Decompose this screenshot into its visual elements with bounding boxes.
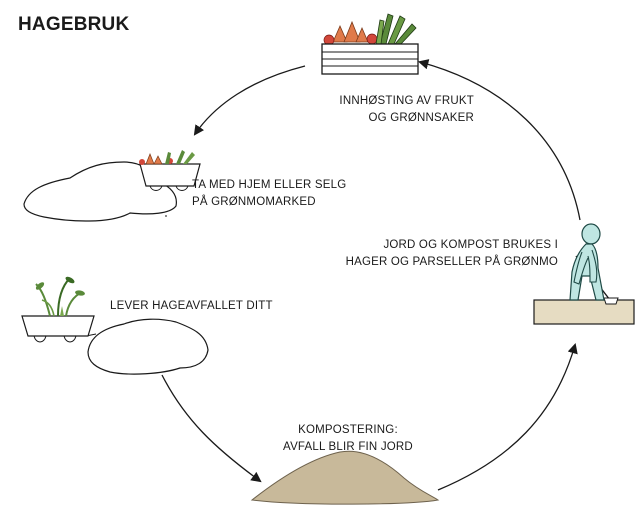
gardener-figure-icon	[533, 223, 635, 325]
label-take-home: TA MED HJEM ELLER SELG PÅ GRØNMOMARKED	[192, 179, 347, 208]
car-with-trailer-icon	[23, 150, 201, 222]
arrow-car-to-compost	[161, 374, 262, 483]
compost-pile-icon	[250, 450, 440, 505]
label-harvest: INNHØSTING AV FRUKT OG GRØNNSAKER	[339, 95, 474, 124]
arrow-compost-to-figure	[437, 343, 578, 491]
label-use-soil: JORD OG KOMPOST BRUKES I HAGER OG PARSEL…	[345, 239, 558, 268]
label-compost: KOMPOSTERING: AVFALL BLIR FIN JORD	[283, 424, 413, 453]
arrow-harvest-to-car	[193, 65, 306, 136]
car-with-garden-waste-icon	[21, 276, 209, 375]
arrow-figure-to-harvest	[417, 59, 581, 221]
harvest-crate-icon	[321, 13, 419, 75]
diagram-title: HAGEBRUK	[18, 14, 130, 35]
label-deliver: LEVER HAGEAVFALLET DITT	[110, 300, 273, 312]
